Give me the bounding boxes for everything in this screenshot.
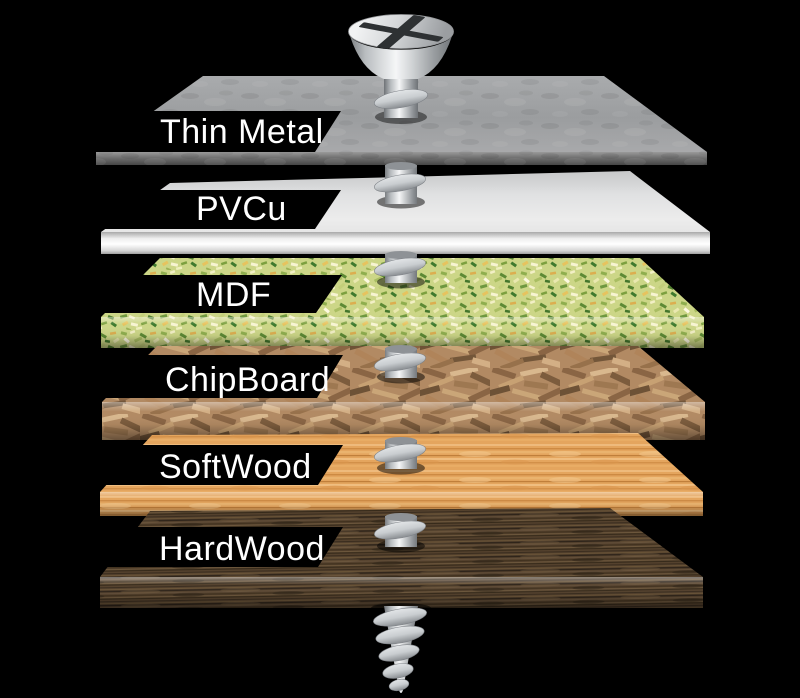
banner-hardwood xyxy=(0,527,343,567)
screw-segment-4 xyxy=(374,437,426,475)
screw-shank-top-cap xyxy=(385,437,417,445)
layer-label-hardwood: HardWood xyxy=(159,530,325,568)
screw-head xyxy=(348,14,454,124)
screw-thread-wrap xyxy=(374,443,426,463)
banner-thin-metal xyxy=(0,111,341,152)
pvcu-front-edge xyxy=(101,232,710,254)
layer-label-pvcu: PVCu xyxy=(196,190,287,228)
layer-label-thin-metal: Thin Metal xyxy=(160,113,324,151)
screw-thread-wrap xyxy=(373,607,427,627)
screw-shank-top-cap xyxy=(385,345,417,353)
phillips-cross-icon xyxy=(359,15,443,49)
layer-label-mdf: MDF xyxy=(196,276,271,314)
screw-head-cone xyxy=(350,36,452,79)
screw-shank-top-cap xyxy=(385,251,417,259)
layer-label-softwood: SoftWood xyxy=(159,448,312,486)
banner-chipboard xyxy=(0,355,343,398)
screw-shank-top-cap xyxy=(385,513,417,521)
banner-softwood xyxy=(0,445,343,485)
banner-pvcu xyxy=(0,190,341,229)
screw-segment-3 xyxy=(374,345,426,384)
screw-thread-wrap xyxy=(378,644,420,662)
label-banner-mdf: MDF xyxy=(0,275,342,314)
screw-thread-wrap xyxy=(374,520,426,540)
chipboard-front-shading xyxy=(102,402,705,440)
label-banner-hardwood: HardWood xyxy=(0,527,343,568)
screw-segment-2 xyxy=(374,251,426,289)
layer-label-chipboard: ChipBoard xyxy=(165,361,330,399)
screw-shank-top-cap xyxy=(385,162,417,170)
screw-thread-wrap xyxy=(374,89,428,109)
screw-thread-wrap xyxy=(388,678,410,692)
screw-segment-1 xyxy=(374,162,426,209)
banner-mdf xyxy=(0,275,342,313)
screw-tip xyxy=(371,603,431,693)
thin-metal-front-mottle xyxy=(96,152,707,165)
label-banner-chipboard: ChipBoard xyxy=(0,355,343,399)
label-banner-softwood: SoftWood xyxy=(0,445,343,486)
label-banner-pvcu: PVCu xyxy=(0,190,341,229)
screw-thread-wrap xyxy=(375,625,425,645)
screw-thread-wrap xyxy=(374,173,426,193)
screw-thread-wrap xyxy=(374,352,426,372)
screw-segment-5 xyxy=(374,513,426,553)
mdf-front-shading xyxy=(101,317,704,348)
screw-thread-wrap xyxy=(374,257,426,277)
hardwood-front-shading xyxy=(100,577,703,608)
screw-thread-wrap xyxy=(382,663,414,679)
label-banner-thin-metal: Thin Metal xyxy=(0,111,341,152)
